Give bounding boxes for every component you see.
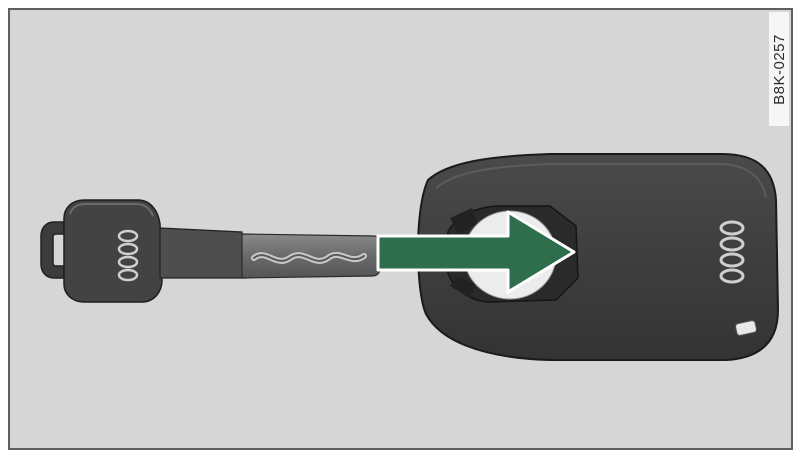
key-illustration <box>10 10 791 448</box>
figure-code-text: B8K-0257 <box>771 34 788 105</box>
key-head <box>64 200 162 302</box>
figure-frame: B8K-0257 <box>8 8 793 450</box>
key-collar <box>160 228 246 278</box>
figure-code-label: B8K-0257 <box>769 12 789 126</box>
mechanical-key <box>41 200 380 302</box>
key-ring-loop <box>41 222 64 278</box>
